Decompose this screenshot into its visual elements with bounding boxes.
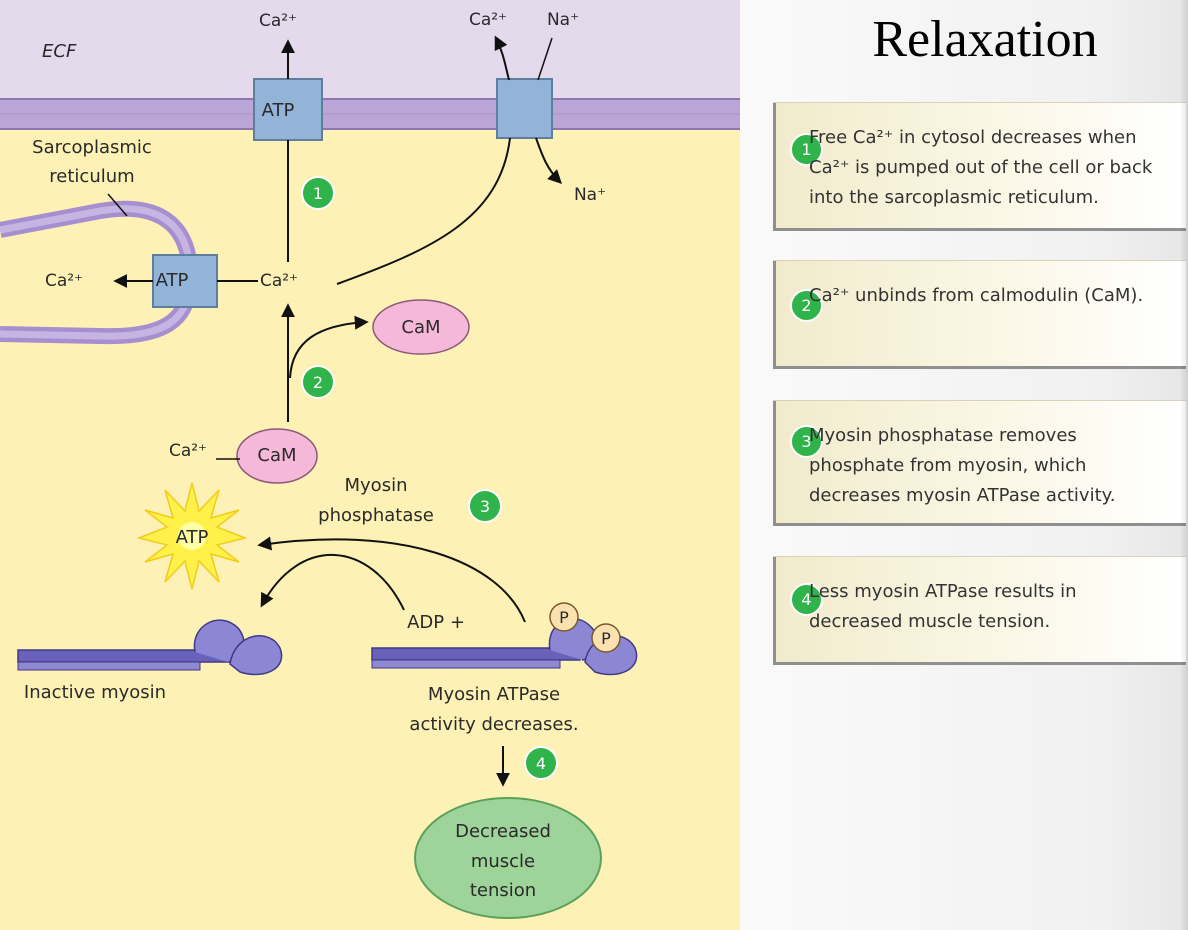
tension-label-line3: tension: [470, 880, 536, 901]
phosphorylated-myosin: [371, 617, 638, 676]
step-text-4: Less myosin ATPase results in decreased …: [809, 577, 1179, 637]
cam-bound-label: CaM: [257, 445, 296, 466]
cam-release-arrow: [289, 315, 369, 379]
na-top-label: Na⁺: [547, 10, 579, 30]
steps-panel: Relaxation 1 Free Ca²⁺ in cytosol decrea…: [740, 0, 1188, 930]
ca-to-exchanger-curve: [336, 137, 511, 285]
svg-text:1: 1: [313, 184, 323, 203]
svg-text:3: 3: [480, 497, 490, 516]
svg-text:4: 4: [536, 754, 546, 773]
relaxation-diagram: ECF Sarcoplasmic reticulum ATP Ca²⁺ Ca²⁺…: [0, 0, 740, 930]
svg-text:2: 2: [313, 373, 323, 392]
ca-bound-label: Ca²⁺: [169, 441, 207, 461]
ca-exchanger-label: Ca²⁺: [469, 10, 507, 30]
cam-free-label: CaM: [401, 317, 440, 338]
exchanger-ca-out-arrow: [494, 35, 510, 81]
step-text-2: Ca²⁺ unbinds from calmodulin (CaM).: [809, 281, 1179, 311]
phosphate-release-arrow: [257, 536, 526, 623]
step-badge-1: 1: [301, 176, 335, 210]
phosphate-1-label: P: [559, 608, 569, 627]
step-box-badge-2: 2: [790, 289, 823, 322]
inactive-myosin-label: Inactive myosin: [24, 682, 166, 703]
sr-ca-pump: [152, 254, 218, 308]
decreased-tension-oval: [414, 797, 602, 919]
sr-label-line2: reticulum: [49, 166, 134, 187]
step-box-badge-4: 4: [790, 583, 823, 616]
step-3-line-1: Myosin phosphatase removes: [809, 425, 1077, 446]
phosphate-2-label: P: [601, 629, 611, 648]
cell-membrane: [0, 98, 740, 130]
step-text-3: Myosin phosphatase removes phosphate fro…: [809, 421, 1179, 511]
step-box-1: 1 Free Ca²⁺ in cytosol decreases when Ca…: [773, 103, 1186, 231]
panel-title: Relaxation: [872, 11, 1098, 68]
step-1-line-1: Free Ca²⁺ in cytosol decreases when: [809, 127, 1137, 148]
adp-label: ADP +: [407, 612, 465, 633]
na-in-arrow: [535, 137, 562, 184]
bound-calmodulin: [236, 428, 318, 484]
na-leader-line: [537, 37, 553, 81]
sr-pump-atp-label: ATP: [156, 270, 189, 291]
step-box-badge-3: 3: [790, 425, 823, 458]
ecf-region: [0, 0, 740, 100]
step-box-4: 4 Less myosin ATPase results in decrease…: [773, 557, 1186, 665]
tension-label-line1: Decreased: [455, 821, 551, 842]
phosphate-1: [549, 602, 579, 632]
tension-label-line2: muscle: [471, 851, 535, 872]
step-badge-2: 2: [301, 365, 335, 399]
membrane-ca-pump: [253, 78, 323, 141]
step-box-badge-1: 1: [790, 133, 823, 166]
step-4-line-2: decreased muscle tension.: [809, 611, 1051, 632]
atpase-label-line1: Myosin ATPase: [428, 684, 560, 705]
panel-edge-shadow: [1180, 0, 1188, 930]
step-3-line-3: decreases myosin ATPase activity.: [809, 485, 1116, 506]
phosphatase-label-line2: phosphatase: [318, 505, 434, 526]
phosphate-2: [591, 623, 621, 653]
phosphatase-label-line1: Myosin: [345, 475, 408, 496]
step-badge-3: 3: [468, 489, 502, 523]
step-box-3: 3 Myosin phosphatase removes phosphate f…: [773, 401, 1186, 526]
ca-cytosol-label: Ca²⁺: [260, 271, 298, 291]
step-2-line-1: Ca²⁺ unbinds from calmodulin (CaM).: [809, 285, 1144, 306]
atp-to-inactive-arrow: [260, 554, 405, 611]
na-inside-label: Na⁺: [574, 185, 606, 205]
step-1-line-2: Ca²⁺ is pumped out of the cell or back: [809, 157, 1153, 178]
membrane-pump-atp-label: ATP: [262, 100, 295, 121]
sr-label-line1: Sarcoplasmic: [32, 137, 152, 158]
step-text-1: Free Ca²⁺ in cytosol decreases when Ca²⁺…: [809, 123, 1179, 213]
inactive-myosin: [17, 619, 283, 676]
step-badge-4: 4: [524, 746, 558, 780]
atp-burst-label: ATP: [176, 527, 209, 548]
ecf-label: ECF: [42, 41, 77, 62]
step-3-line-2: phosphate from myosin, which: [809, 455, 1087, 476]
step-box-2: 2 Ca²⁺ unbinds from calmodulin (CaM).: [773, 261, 1186, 369]
free-calmodulin: [372, 299, 470, 355]
na-ca-exchanger: [496, 78, 553, 139]
step-1-line-3: into the sarcoplasmic reticulum.: [809, 187, 1099, 208]
step-4-line-1: Less myosin ATPase results in: [809, 581, 1077, 602]
atpase-label-line2: activity decreases.: [409, 714, 578, 735]
sr-leader-line: [107, 193, 128, 217]
ca-into-sr-label: Ca²⁺: [45, 271, 83, 291]
ca-top-label: Ca²⁺: [259, 11, 297, 31]
